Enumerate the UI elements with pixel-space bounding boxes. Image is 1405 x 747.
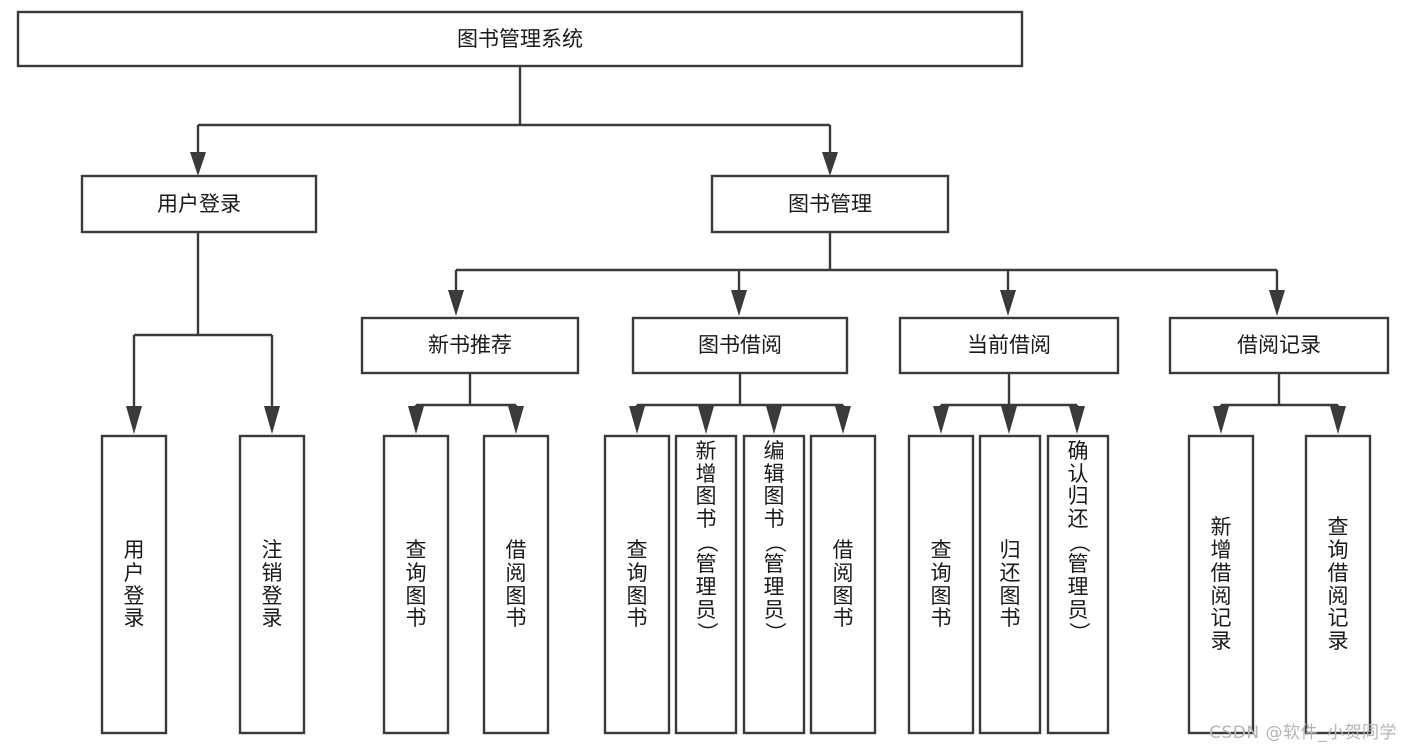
leaf-currentborrow-0-box[interactable]	[907, 434, 975, 735]
arrow-userlogin-leaf-1	[264, 406, 280, 434]
leaf-bookborrow-3-box[interactable]	[809, 434, 877, 735]
node-book-mgmt-label: 图书管理	[788, 192, 872, 216]
arrow-to-borrow-record	[1269, 290, 1285, 316]
arrow-bookborrow-leaf-3	[835, 406, 851, 434]
leaf-newbook-1-box[interactable]	[482, 434, 550, 735]
leaf-userlogin-0-box[interactable]	[100, 434, 168, 735]
leaf-newbook-0-box[interactable]	[382, 434, 450, 735]
node-new-book-box[interactable]	[360, 316, 580, 375]
arrow-currentborrow-leaf-2	[1069, 406, 1085, 434]
arrow-borrowrecord-leaf-1	[1330, 406, 1346, 434]
node-book-borrow-box[interactable]	[631, 316, 849, 375]
leaf-bookborrow-1-box[interactable]	[674, 434, 738, 735]
leaf-bookborrow-0-box[interactable]	[603, 434, 671, 735]
arrow-bookborrow-leaf-2	[766, 406, 782, 434]
arrow-bookborrow-leaf-1	[698, 406, 714, 434]
node-user-login-box[interactable]	[80, 174, 318, 234]
node-current-borrow-label: 当前借阅	[967, 333, 1051, 357]
csdn-watermark: CSDN @软件_小贺同学	[1209, 723, 1397, 743]
node-layer: 图书管理系统 用户登录 图书管理 新书推荐 图书借阅 当前借阅 借阅记录	[16, 10, 1390, 735]
node-current-borrow-box[interactable]	[898, 316, 1120, 375]
node-book-mgmt-box[interactable]	[710, 174, 950, 234]
arrow-userlogin-leaf-0	[126, 406, 142, 434]
arrow-currentborrow-leaf-0	[933, 406, 949, 434]
leaf-borrowrecord-0-box[interactable]	[1187, 434, 1255, 735]
node-borrow-record-label: 借阅记录	[1237, 333, 1321, 357]
node-borrow-record-box[interactable]	[1168, 316, 1390, 375]
node-new-book-label: 新书推荐	[428, 333, 512, 357]
leaf-currentborrow-1-box[interactable]	[978, 434, 1042, 735]
leaf-borrowrecord-1-box[interactable]	[1304, 434, 1372, 735]
arrow-currentborrow-leaf-1	[1001, 406, 1017, 434]
arrow-to-new-book	[448, 290, 464, 316]
node-user-login-label: 用户登录	[157, 192, 241, 216]
arrow-to-book-borrow	[731, 290, 747, 316]
leaf-userlogin-1-box[interactable]	[238, 434, 306, 735]
node-root-label: 图书管理系统	[457, 27, 583, 51]
arrow-bookborrow-leaf-0	[629, 406, 645, 434]
arrow-borrowrecord-leaf-0	[1213, 406, 1229, 434]
connector-layer	[126, 66, 1346, 434]
node-book-borrow-label: 图书借阅	[698, 333, 782, 357]
leaf-currentborrow-2-box[interactable]	[1046, 434, 1110, 735]
leaf-bookborrow-2-box[interactable]	[742, 434, 806, 735]
arrow-to-user-login	[190, 152, 206, 176]
arrow-newbook-leaf-1	[508, 406, 524, 434]
node-root-box[interactable]	[16, 10, 1024, 68]
arrow-newbook-leaf-0	[408, 406, 424, 434]
arrow-to-current-borrow	[1000, 290, 1016, 316]
arrow-to-book-mgmt	[822, 152, 838, 176]
